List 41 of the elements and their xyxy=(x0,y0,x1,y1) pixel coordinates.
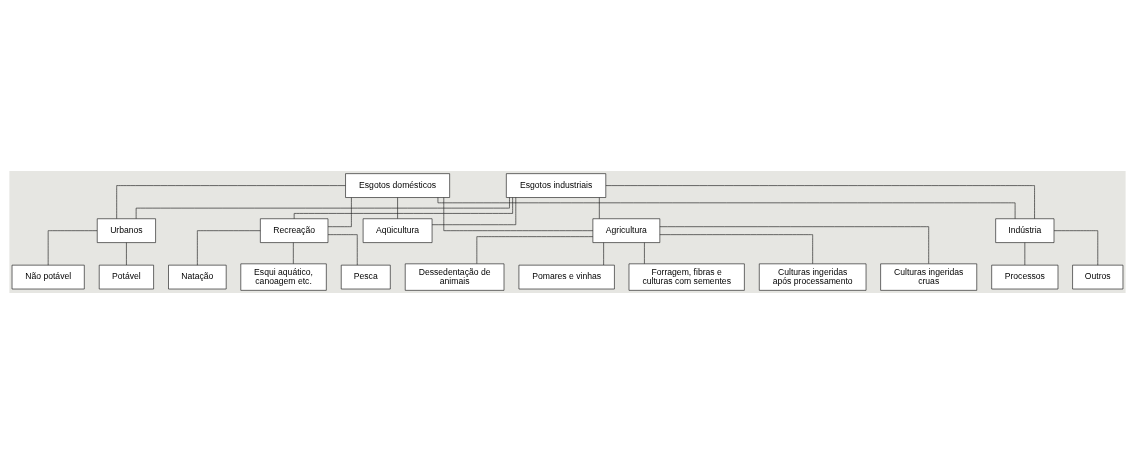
connector xyxy=(327,233,358,265)
connector xyxy=(126,241,127,265)
connector xyxy=(659,233,813,264)
node-box: Esgotos domésticos xyxy=(345,172,450,198)
node-box: Culturas ingeridas após processamento xyxy=(758,263,867,291)
connector xyxy=(599,196,600,219)
node-box: Forragem, fibras e culturas com sementes xyxy=(628,263,745,291)
node-box: Pomares e vinhas xyxy=(518,264,615,289)
connector xyxy=(1053,229,1099,265)
node-box: Não potável xyxy=(11,264,85,289)
connector xyxy=(443,196,594,231)
node-box: Esgotos industriais xyxy=(506,172,607,198)
connector xyxy=(431,196,517,225)
connector xyxy=(293,196,513,219)
connector xyxy=(437,196,1016,219)
connector xyxy=(605,184,1035,219)
connector xyxy=(116,184,346,219)
connector xyxy=(197,229,261,265)
connector xyxy=(1024,241,1026,265)
connector xyxy=(476,235,594,264)
node-box: Culturas ingeridas cruas xyxy=(880,263,978,291)
node-box: Processos xyxy=(991,264,1059,289)
node-box: Potável xyxy=(98,264,154,289)
node-box: Esqui aquático, canoagem etc. xyxy=(240,263,327,291)
node-box: Agricultura xyxy=(592,217,661,243)
node-box: Recreação xyxy=(260,217,329,243)
connector xyxy=(397,196,398,219)
connector xyxy=(135,196,510,219)
connector xyxy=(327,196,352,227)
node-box: Natação xyxy=(168,264,227,289)
node-box: Pesca xyxy=(340,264,391,289)
connector xyxy=(293,241,294,264)
node-box: Dessedentação de animais xyxy=(404,263,505,291)
connector xyxy=(644,241,645,264)
node-box: Aqüicultura xyxy=(362,217,433,243)
connector xyxy=(603,241,604,265)
node-box: Outros xyxy=(1072,264,1124,289)
node-box: Urbanos xyxy=(96,217,156,243)
connector xyxy=(47,229,98,265)
node-box: Indústria xyxy=(995,217,1055,243)
connector xyxy=(659,225,930,264)
